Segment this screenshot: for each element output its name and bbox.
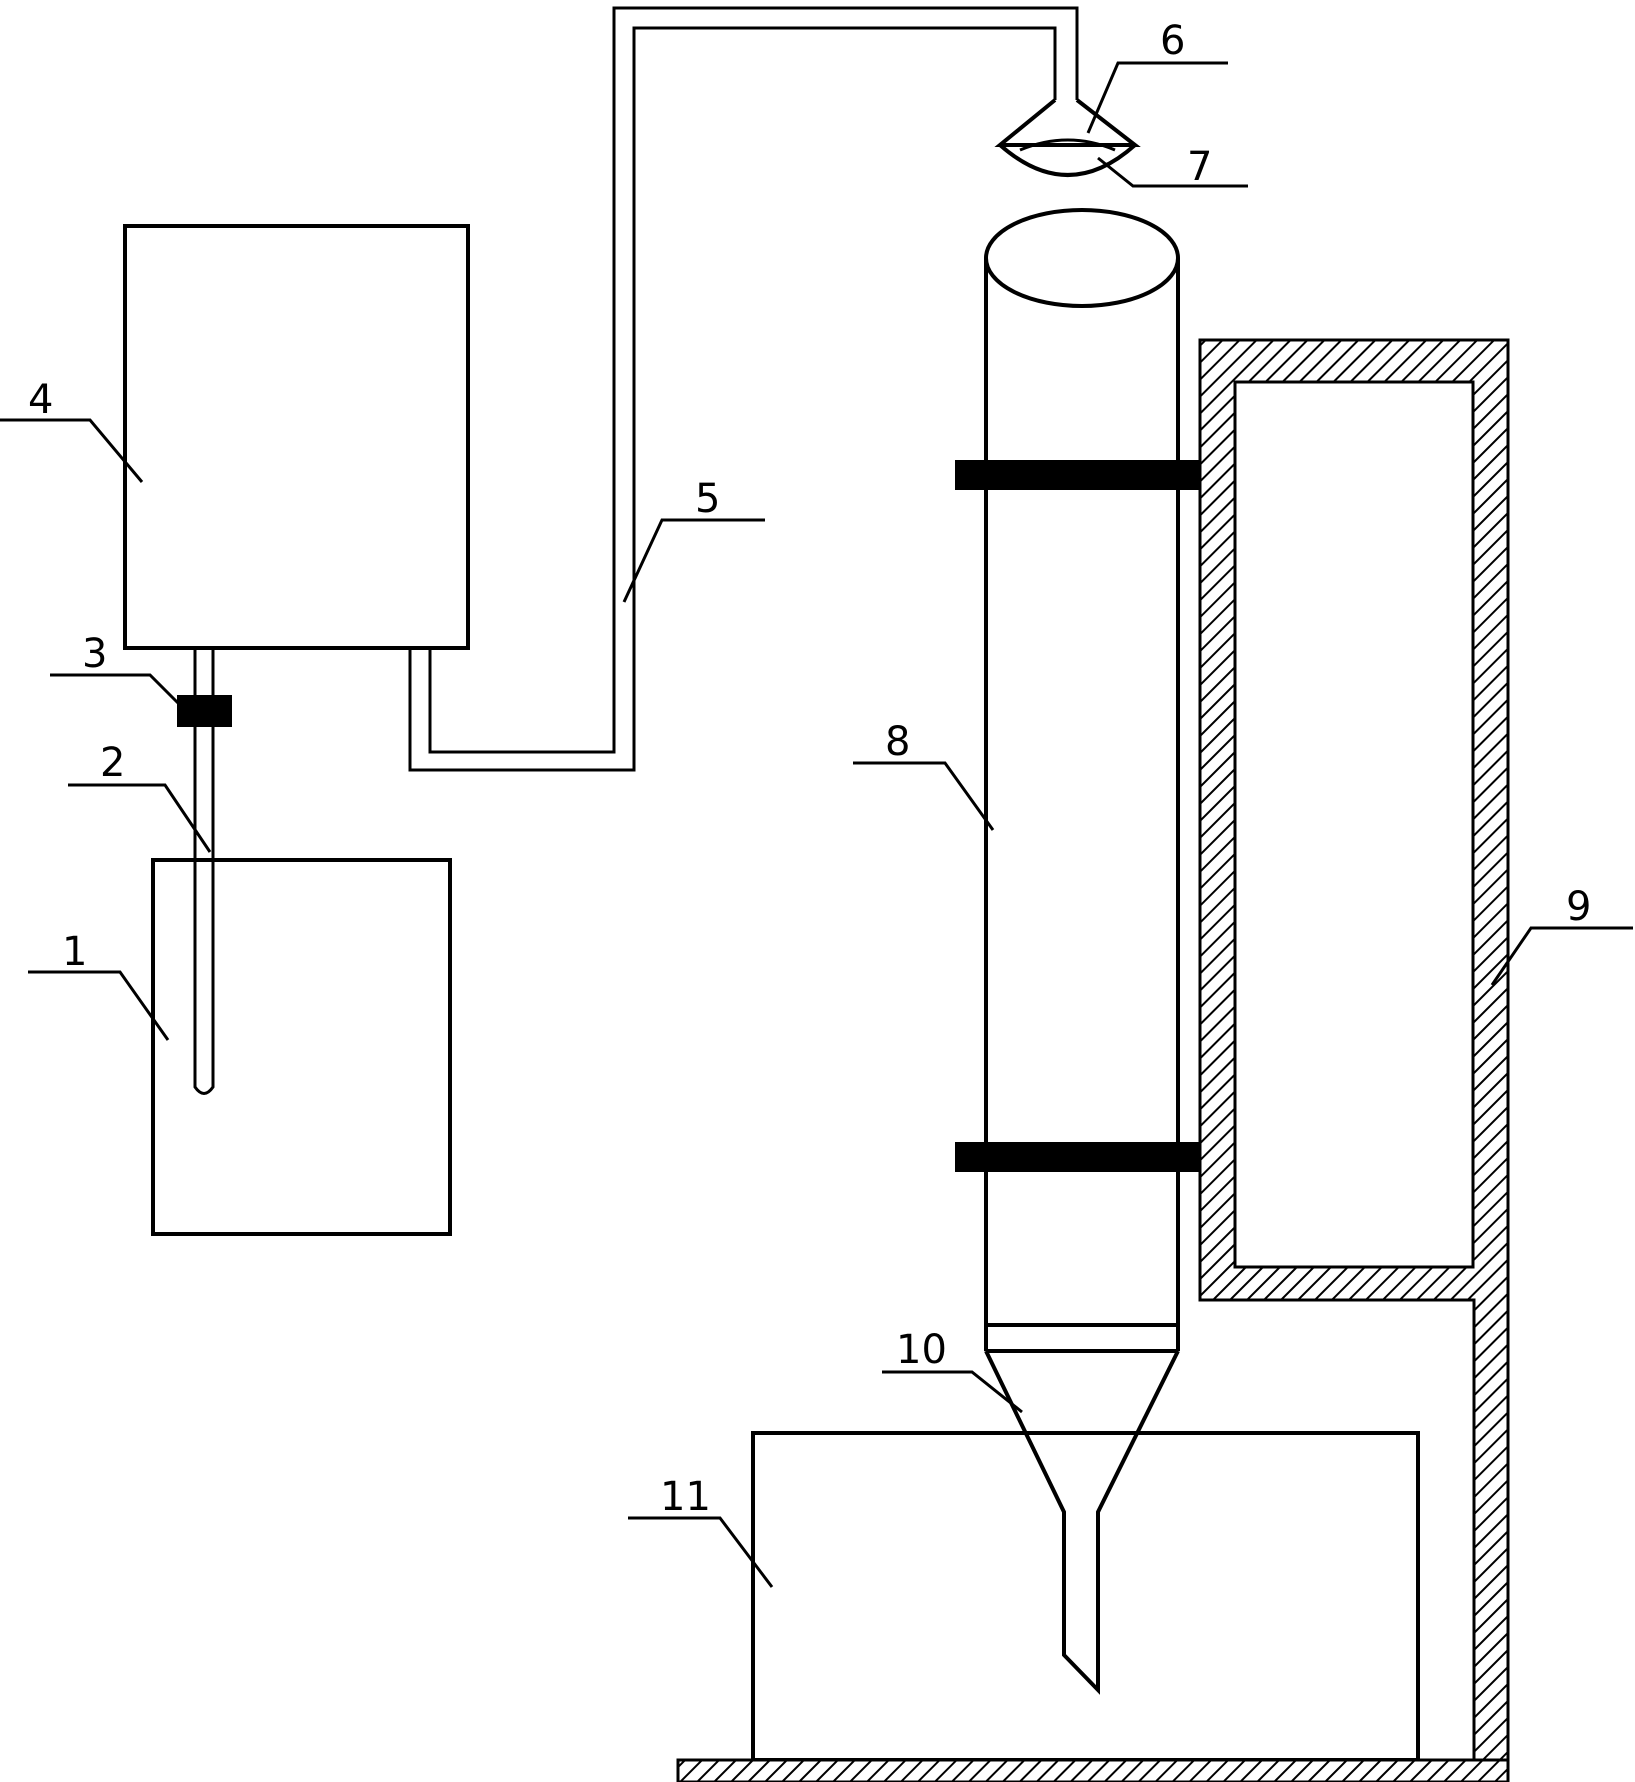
label-6: 6 bbox=[1160, 18, 1185, 64]
leader-9 bbox=[1490, 926, 1633, 986]
spray-7 bbox=[998, 143, 1137, 177]
leader-6 bbox=[1086, 61, 1228, 134]
frame-9 bbox=[1198, 338, 1510, 1764]
clamp-upper bbox=[955, 460, 1235, 490]
nozzle-6 bbox=[994, 98, 1141, 147]
leader-5 bbox=[622, 518, 765, 603]
leader-1 bbox=[28, 970, 170, 1041]
label-11: 11 bbox=[660, 1474, 711, 1520]
column-8-top bbox=[984, 208, 1180, 308]
label-7: 7 bbox=[1187, 144, 1212, 190]
label-8: 8 bbox=[885, 719, 910, 765]
label-5: 5 bbox=[695, 476, 720, 522]
outlet-10 bbox=[984, 1350, 1180, 1695]
pipe-5-outer bbox=[408, 26, 1057, 772]
tank-11 bbox=[751, 1431, 1420, 1762]
label-10: 10 bbox=[896, 1327, 947, 1373]
base-plate bbox=[676, 1758, 1510, 1782]
pipe-5-inner bbox=[428, 6, 1079, 754]
label-4: 4 bbox=[28, 377, 53, 423]
tube-2 bbox=[193, 648, 215, 1095]
leader-7 bbox=[1097, 156, 1248, 188]
leader-8 bbox=[853, 761, 995, 831]
spray-7-inner bbox=[1019, 138, 1116, 152]
container-1 bbox=[151, 858, 452, 1236]
box-4 bbox=[123, 224, 470, 650]
valve-3 bbox=[177, 695, 232, 727]
leader-11 bbox=[628, 1516, 774, 1588]
callouts: 4 3 2 1 5 6 7 8 9 10 11 bbox=[0, 18, 1633, 1588]
label-2: 2 bbox=[100, 740, 125, 786]
label-3: 3 bbox=[82, 631, 107, 677]
leader-2 bbox=[68, 783, 212, 853]
label-9: 9 bbox=[1566, 884, 1591, 930]
label-1: 1 bbox=[62, 929, 87, 975]
leader-10 bbox=[882, 1370, 1023, 1414]
leader-4 bbox=[0, 418, 144, 483]
leader-3 bbox=[50, 673, 182, 707]
clamp-lower bbox=[955, 1142, 1235, 1172]
